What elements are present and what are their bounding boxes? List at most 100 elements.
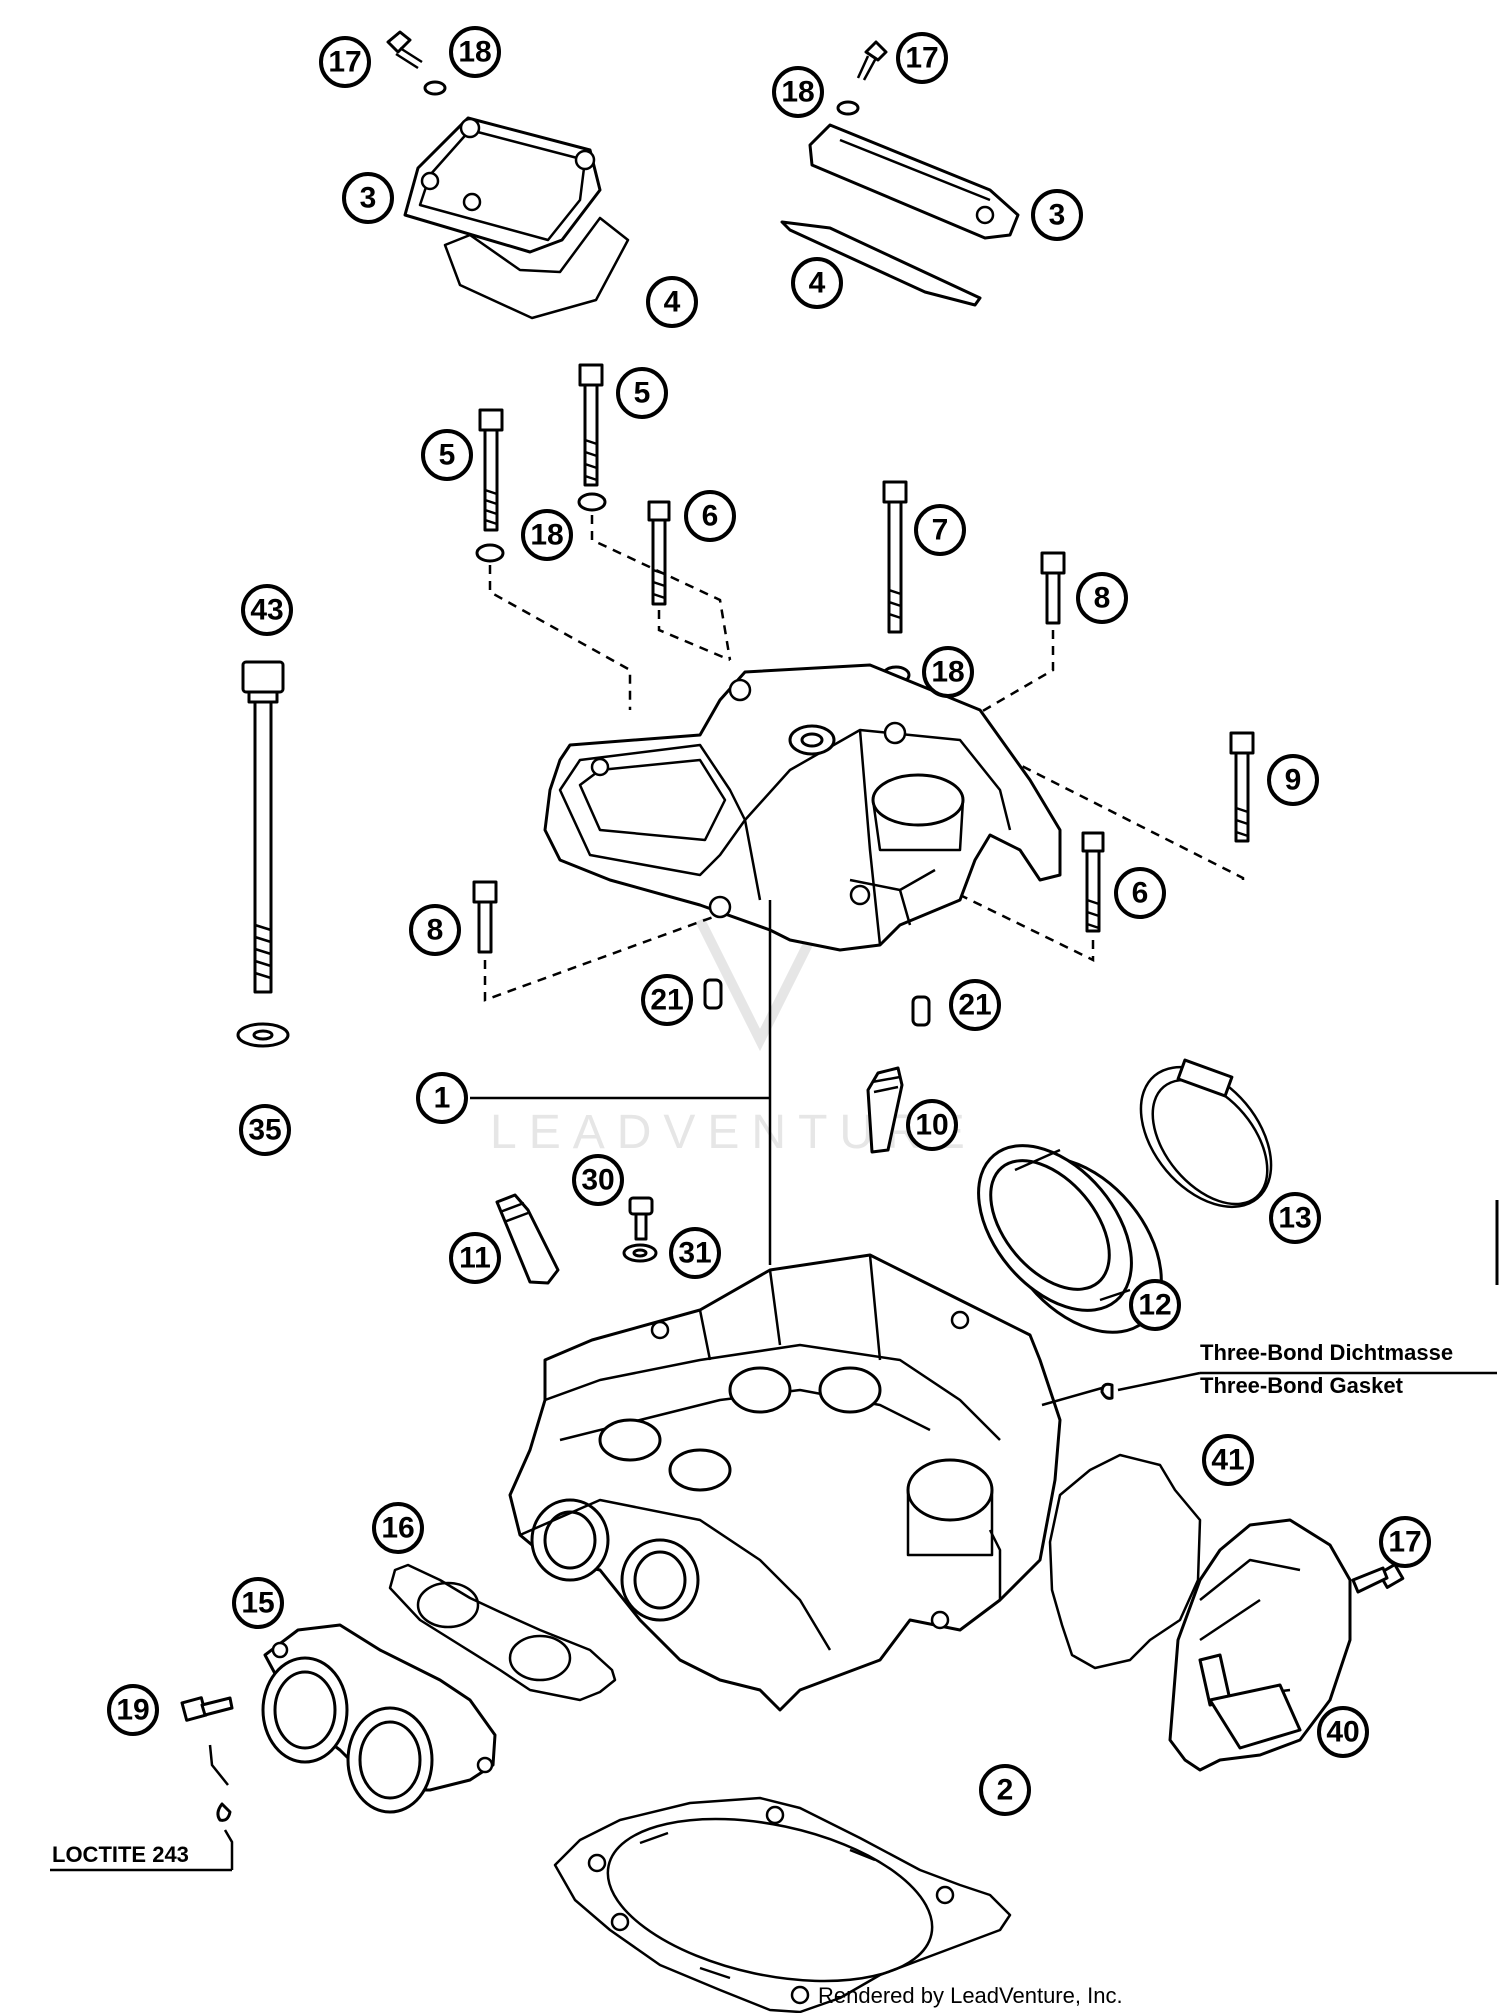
cover-gasket-41 bbox=[1048, 1453, 1202, 1670]
bolt-5-right bbox=[578, 363, 604, 487]
washer-18-top-left bbox=[423, 80, 447, 96]
callout-16: 16 bbox=[372, 1502, 424, 1554]
callout-3-a: 3 bbox=[342, 172, 394, 224]
callout-11: 11 bbox=[449, 1232, 501, 1284]
callout-number: 7 bbox=[932, 514, 949, 547]
callout-number: 35 bbox=[248, 1114, 281, 1147]
callout-number: 5 bbox=[439, 439, 456, 472]
callout-1: 1 bbox=[416, 1072, 468, 1124]
callout-18-a: 18 bbox=[449, 26, 501, 78]
callout-7: 7 bbox=[914, 504, 966, 556]
callout-number: 8 bbox=[1094, 582, 1111, 615]
callout-5-a: 5 bbox=[421, 429, 473, 481]
callout-35: 35 bbox=[239, 1104, 291, 1156]
callout-5-b: 5 bbox=[616, 367, 668, 419]
callout-number: 21 bbox=[650, 984, 683, 1017]
watermark-logo: LEADVENTURE bbox=[490, 917, 977, 1159]
bolt-17-top-right bbox=[856, 40, 888, 81]
note-three-bond-en: Three-Bond Gasket bbox=[1200, 1373, 1404, 1398]
gasket-compound-drop bbox=[1041, 1371, 1201, 1407]
bolt-8-bottom bbox=[472, 880, 498, 954]
callout-17-a: 17 bbox=[319, 36, 371, 88]
washer-18-top-right bbox=[836, 100, 860, 116]
callout-number: 17 bbox=[328, 46, 361, 79]
callout-17-b: 17 bbox=[896, 32, 948, 84]
callout-4-b: 4 bbox=[791, 257, 843, 309]
callout-8-b: 8 bbox=[409, 904, 461, 956]
callout-number: 12 bbox=[1138, 1289, 1171, 1322]
callout-number: 11 bbox=[459, 1242, 491, 1275]
callout-30: 30 bbox=[572, 1154, 624, 1206]
leader-loctite bbox=[208, 1744, 234, 1870]
valve-cover-gasket-right bbox=[780, 220, 982, 307]
callout-12: 12 bbox=[1129, 1279, 1181, 1331]
hose-clamp-13 bbox=[1139, 1058, 1273, 1209]
callout-10: 10 bbox=[906, 1099, 958, 1151]
callout-number: 4 bbox=[809, 267, 826, 300]
callout-13: 13 bbox=[1269, 1192, 1321, 1244]
valve-cover-right bbox=[808, 123, 1020, 240]
valve-cover-gasket-left bbox=[443, 216, 630, 320]
washer-35 bbox=[236, 1022, 290, 1048]
callout-18-c: 18 bbox=[521, 509, 573, 561]
screw-17-cover bbox=[1351, 1563, 1405, 1594]
callout-number: 40 bbox=[1326, 1716, 1359, 1749]
bolt-7 bbox=[882, 480, 908, 634]
callout-number: 8 bbox=[427, 914, 444, 947]
valve-guide-10 bbox=[866, 1066, 904, 1154]
valve-guide-11 bbox=[495, 1193, 560, 1285]
callout-number: 43 bbox=[250, 594, 283, 627]
callout-31: 31 bbox=[669, 1227, 721, 1279]
bolt-6-top bbox=[647, 500, 671, 606]
callout-18-d: 18 bbox=[922, 646, 974, 698]
callout-number: 17 bbox=[1388, 1526, 1421, 1559]
washer-18-bolt5b bbox=[577, 492, 607, 512]
callout-number: 18 bbox=[781, 76, 814, 109]
note-loctite: LOCTITE 243 bbox=[52, 1842, 189, 1867]
washer-31 bbox=[622, 1243, 658, 1263]
callout-41: 41 bbox=[1202, 1434, 1254, 1486]
callout-15: 15 bbox=[232, 1577, 284, 1629]
callout-number: 41 bbox=[1211, 1444, 1244, 1477]
footer-credit: Rendered by LeadVenture, Inc. bbox=[818, 1983, 1123, 2008]
callout-number: 18 bbox=[931, 656, 964, 689]
callout-number: 6 bbox=[1132, 877, 1149, 910]
callout-21-b: 21 bbox=[949, 979, 1001, 1031]
watermark-text: LEADVENTURE bbox=[490, 1106, 977, 1159]
callout-number: 19 bbox=[116, 1694, 149, 1727]
screw-19 bbox=[180, 1696, 234, 1722]
callout-number: 18 bbox=[458, 36, 491, 69]
callout-number: 4 bbox=[664, 286, 681, 319]
callout-number: 6 bbox=[702, 500, 719, 533]
callout-number: 3 bbox=[1049, 199, 1066, 232]
ignition-cover-40 bbox=[1168, 1518, 1352, 1772]
camshaft-carrier bbox=[543, 663, 1062, 952]
dowel-21-right bbox=[911, 995, 931, 1027]
bolt-17-top-left bbox=[386, 30, 423, 70]
callout-4-a: 4 bbox=[646, 276, 698, 328]
callout-3-b: 3 bbox=[1031, 189, 1083, 241]
washer-18-bolt5 bbox=[475, 543, 505, 563]
callout-2: 2 bbox=[979, 1764, 1031, 1816]
assembly-dashed-lines bbox=[483, 515, 1245, 1002]
intake-gasket-16 bbox=[388, 1563, 617, 1702]
callout-number: 18 bbox=[530, 519, 563, 552]
callout-8-a: 8 bbox=[1076, 572, 1128, 624]
gasket-note: Three-Bond Dichtmasse Three-Bond Gasket bbox=[1200, 1340, 1497, 1398]
intake-manifold-15 bbox=[261, 1623, 497, 1814]
callout-number: 17 bbox=[905, 42, 938, 75]
bolt-5-left bbox=[478, 408, 504, 532]
callout-number: 1 bbox=[434, 1082, 451, 1115]
loctite-drop bbox=[216, 1802, 232, 1822]
bolt-43 bbox=[241, 660, 285, 994]
leader-part-1 bbox=[470, 900, 772, 1265]
callout-6-b: 6 bbox=[1114, 867, 1166, 919]
bolt-9 bbox=[1229, 731, 1255, 843]
callout-number: 10 bbox=[915, 1109, 948, 1142]
callout-number: 16 bbox=[381, 1512, 414, 1545]
screw-30 bbox=[628, 1196, 654, 1241]
callout-number: 3 bbox=[360, 182, 377, 215]
bolt-6-bottom bbox=[1081, 831, 1105, 933]
callout-21-a: 21 bbox=[641, 974, 693, 1026]
note-three-bond-de: Three-Bond Dichtmasse bbox=[1200, 1340, 1453, 1365]
